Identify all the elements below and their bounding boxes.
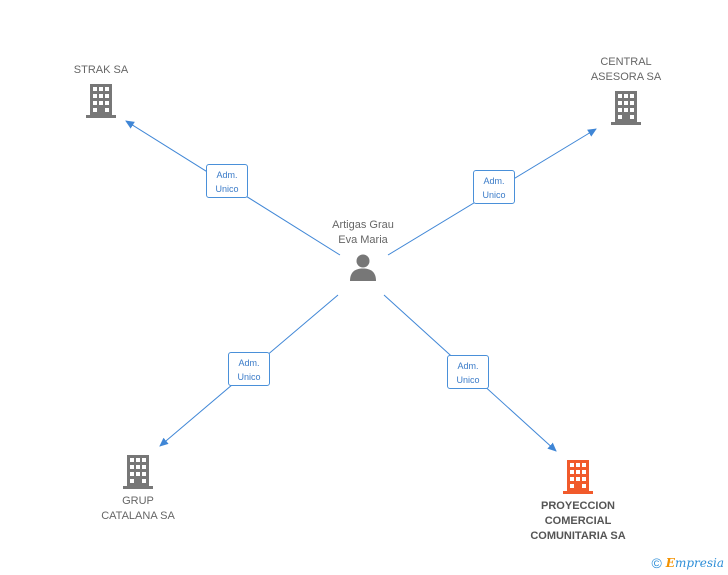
company-node-grup[interactable]: GRUP CATALANA SA: [88, 454, 188, 524]
company-name-proyeccion: PROYECCION COMERCIAL COMUNITARIA SA: [530, 500, 626, 542]
edge-label-strak[interactable]: Adm. Unico: [206, 164, 248, 198]
company-node-proyeccion[interactable]: PROYECCION COMERCIAL COMUNITARIA SA: [516, 459, 640, 544]
building-icon: [123, 455, 153, 489]
empresia-footer: © Empresia: [651, 555, 724, 571]
company-name-strak: STRAK SA: [73, 64, 129, 76]
person-name: Artigas Grau Eva Maria: [332, 219, 394, 246]
edge-label-grup[interactable]: Adm. Unico: [228, 352, 270, 386]
copyright-icon: ©: [651, 555, 662, 571]
building-icon: [563, 460, 593, 494]
building-icon: [611, 91, 641, 125]
edge-label-proyeccion[interactable]: Adm. Unico: [447, 355, 489, 389]
company-name-central: CENTRAL ASESORA SA: [590, 56, 662, 83]
edge-label-central[interactable]: Adm. Unico: [473, 170, 515, 204]
company-node-central[interactable]: CENTRAL ASESORA SA: [576, 55, 676, 126]
person-node[interactable]: Artigas Grau Eva Maria: [313, 218, 413, 282]
person-icon: [350, 254, 376, 281]
empresia-logo[interactable]: Empresia: [665, 556, 724, 570]
company-name-grup: GRUP CATALANA SA: [101, 495, 175, 522]
company-node-strak[interactable]: STRAK SA: [51, 63, 151, 119]
building-icon: [86, 84, 116, 118]
